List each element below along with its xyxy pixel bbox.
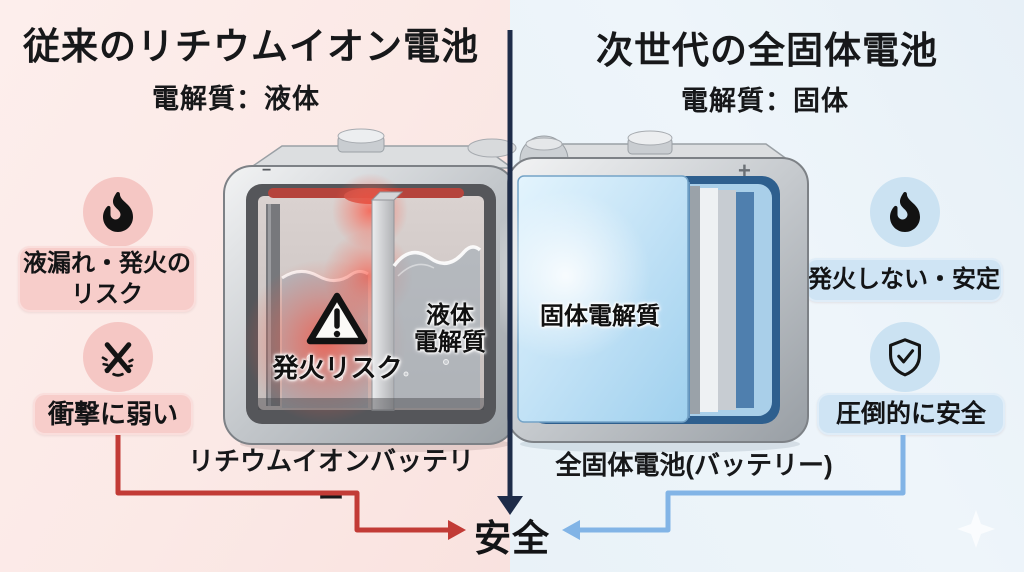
- fire-risk-icon-circle: [83, 177, 153, 247]
- leak-fire-risk-line2: リスク: [71, 281, 143, 308]
- lithium-battery-caption: リチウムイオンバッテリー: [187, 446, 474, 513]
- left-title: 従来のリチウムイオン電池: [23, 26, 479, 67]
- flame-icon: [103, 192, 133, 232]
- impact-icon-circle: [83, 322, 153, 392]
- no-impact-icon: [95, 334, 141, 380]
- liquid-electrolyte-label: 液体 電解質: [398, 302, 502, 356]
- leak-fire-risk-badge: 液漏れ・発火の リスク: [18, 246, 196, 312]
- shield-icon-circle: [870, 322, 940, 392]
- sparkle-icon: [955, 508, 997, 550]
- solid-electrolyte-label: 固体電解質: [540, 303, 660, 330]
- flame-icon: [890, 192, 920, 232]
- plus-terminal-mark: +: [738, 158, 751, 183]
- no-fire-icon-circle: [870, 177, 940, 247]
- impact-weak-badge: 衝撃に弱い: [33, 393, 193, 435]
- overwhelming-safety-badge: 圧倒的に安全: [817, 393, 1005, 435]
- solid-battery-illustration: + 固体電解質: [500, 126, 816, 452]
- left-subtitle: 電解質：液体: [152, 84, 320, 114]
- right-title: 次世代の全固体電池: [596, 30, 938, 71]
- right-subtitle: 電解質：固体: [681, 86, 849, 116]
- shield-check-icon: [883, 335, 927, 379]
- liquid-battery-illustration: − 発火リスク 液体 電解質: [220, 126, 522, 452]
- solid-battery-caption: 全固体電池(バッテリー): [555, 450, 833, 480]
- liquid-electrolyte-line1: 液体: [426, 302, 474, 329]
- safety-label: 安全性: [474, 518, 550, 559]
- no-fire-badge: 発火しない・安定: [805, 258, 1003, 302]
- minus-terminal-mark: −: [262, 162, 272, 179]
- liquid-electrolyte-line2: 電解質: [414, 329, 486, 356]
- leak-fire-risk-line1: 液漏れ・発火の: [23, 250, 191, 277]
- fire-risk-label: 発火リスク: [272, 353, 403, 383]
